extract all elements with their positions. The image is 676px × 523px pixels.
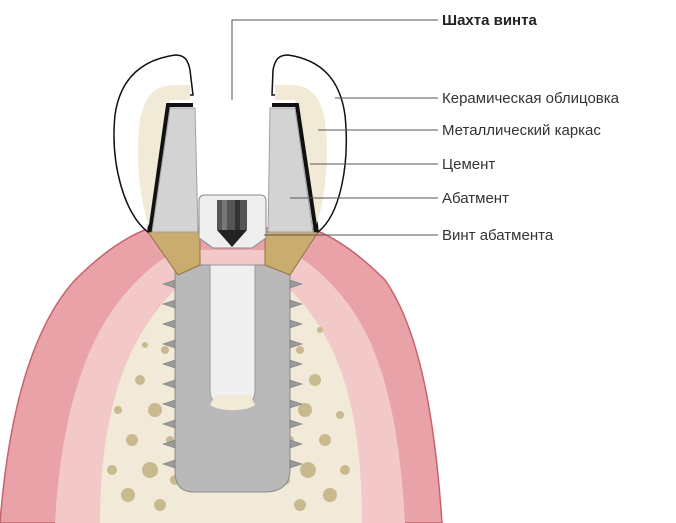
label-ceramic-veneer: Керамическая облицовка	[442, 90, 620, 107]
screw-socket-shadow	[235, 200, 240, 230]
label-cement: Цемент	[442, 156, 495, 173]
implant-bore-tip	[210, 395, 255, 410]
label-abutment: Абатмент	[442, 190, 509, 207]
label-metal-framework: Металлический каркас	[442, 122, 601, 139]
screw-socket-highlight	[222, 200, 227, 230]
label-abutment-screw: Винт абатмента	[442, 227, 554, 244]
screw-hex-socket	[217, 200, 247, 230]
implant-inner-bore	[210, 265, 255, 405]
label-screw-channel: Шахта винта	[442, 12, 537, 29]
